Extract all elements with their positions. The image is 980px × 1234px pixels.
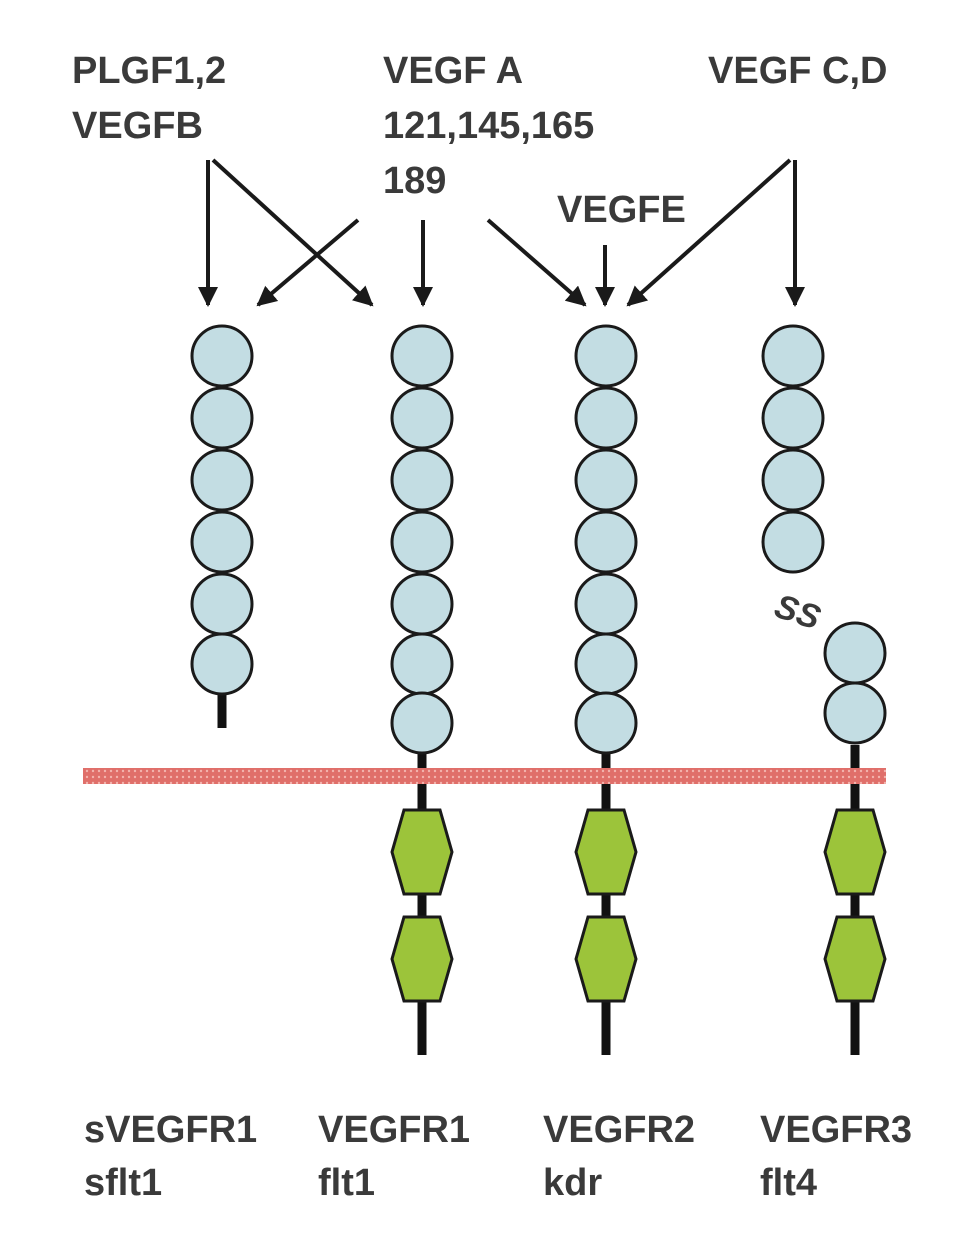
ig-domain (574, 691, 638, 755)
ig-domain (190, 632, 254, 696)
vegfr3-ig-domains (761, 324, 887, 745)
ig-domain (390, 691, 454, 755)
ig-domain (761, 386, 825, 450)
receptor-label-vegfr2: VEGFR2 (543, 1109, 695, 1151)
ig-domain (190, 448, 254, 512)
ligand-label-vegfb: VEGFB (72, 105, 203, 147)
ig-domain (574, 448, 638, 512)
cell-membrane (83, 768, 886, 784)
ig-domain (390, 386, 454, 450)
kinase-domains (390, 808, 887, 1003)
receptor-label-vegfr1: VEGFR1 (318, 1109, 470, 1151)
ig-domain (823, 621, 887, 685)
ig-domain (190, 510, 254, 574)
vegfr2-ig-domains (574, 324, 638, 755)
ig-domain (574, 632, 638, 696)
ig-domain (390, 572, 454, 636)
ligand-label-vegfe: VEGFE (557, 189, 686, 231)
ig-domain (390, 324, 454, 388)
ig-domain (574, 510, 638, 574)
receptor-label-vegfr3: VEGFR3 (760, 1109, 912, 1151)
vegfr3-kinase-domain-1 (823, 808, 887, 896)
arrow-vegfa-to-vegfr2 (486, 218, 587, 307)
vegfr1-kinase-domain-1 (390, 808, 454, 896)
ig-domain (390, 510, 454, 574)
ligand-label-vegfa-189: 189 (383, 160, 446, 202)
vegfr3-kinase-domain-2 (823, 915, 887, 1003)
ig-domain (761, 324, 825, 388)
ig-domain (190, 324, 254, 388)
ig-domain (390, 632, 454, 696)
ig-domain (823, 681, 887, 745)
ig-domain (574, 572, 638, 636)
disulfide-bond-label: SS (770, 587, 825, 637)
ligand-label-vegfa: VEGF A (383, 50, 523, 92)
ig-domain (574, 386, 638, 450)
receptor-alias-kdr: kdr (543, 1162, 602, 1204)
ig-domain (761, 448, 825, 512)
svegfr1-ig-domains (190, 324, 254, 696)
receptor-alias-flt4: flt4 (760, 1162, 817, 1204)
ligand-label-plgf: PLGF1,2 (72, 50, 226, 92)
arrow-vegfcd-to-vegfr2 (626, 158, 792, 307)
vegfr1-ig-domains (390, 324, 454, 755)
receptor-label-svegfr1: sVEGFR1 (84, 1109, 257, 1151)
ig-domain (190, 386, 254, 450)
vegfr2-kinase-domain-2 (574, 915, 638, 1003)
ig-domain (390, 448, 454, 512)
ligand-label-vegfa-isoforms: 121,145,165 (383, 105, 594, 147)
arrow-plgf-to-vegfr1 (211, 158, 374, 307)
receptor-alias-sflt1: sflt1 (84, 1162, 162, 1204)
receptor-alias-flt1: flt1 (318, 1162, 375, 1204)
vegfr1-kinase-domain-2 (390, 915, 454, 1003)
ig-domain (190, 572, 254, 636)
arrow-vegfa-to-svegfr1 (256, 218, 360, 307)
ig-domain (574, 324, 638, 388)
ligand-label-vegfcd: VEGF C,D (708, 50, 887, 92)
vegfr2-kinase-domain-1 (574, 808, 638, 896)
ig-domain (761, 510, 825, 574)
